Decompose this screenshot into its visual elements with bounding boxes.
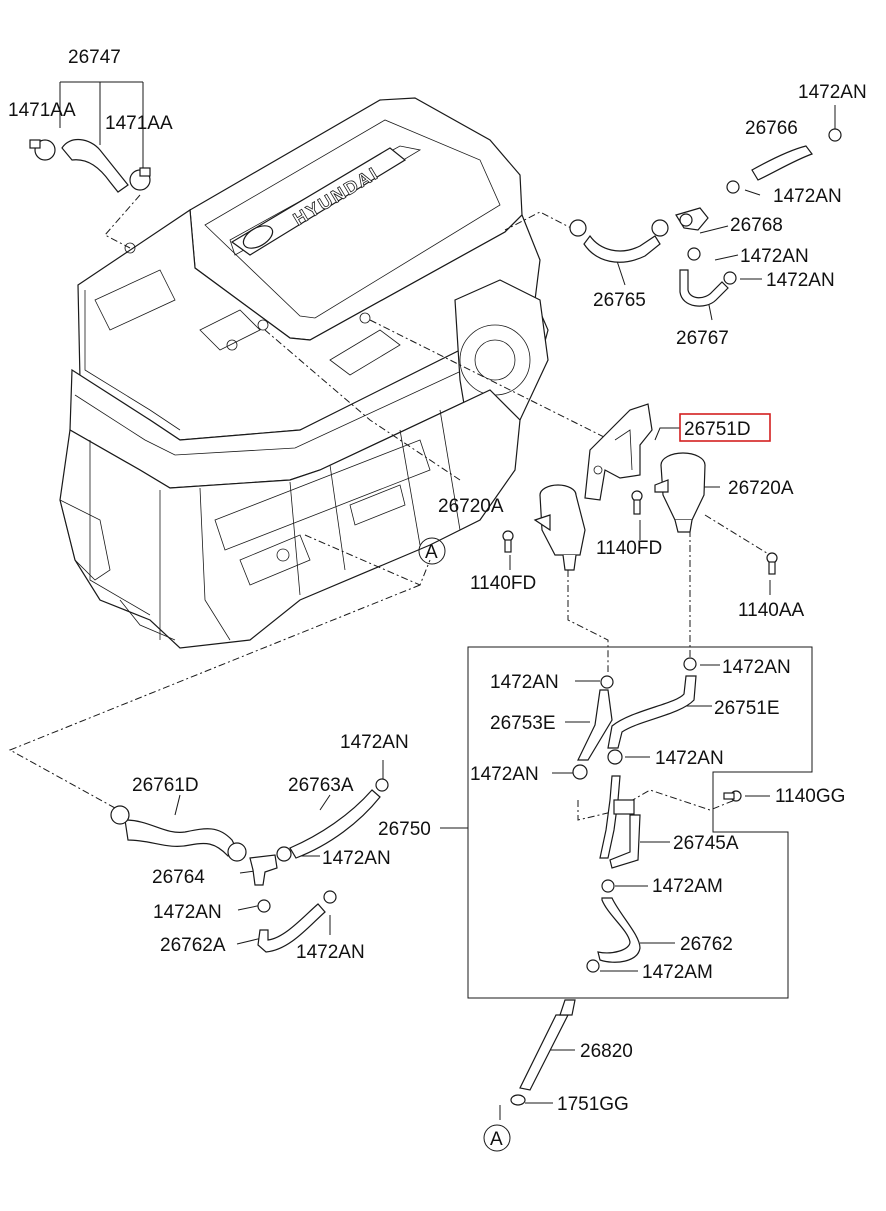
hose-26761D[interactable] [124,819,239,857]
label-1471AA-left[interactable]: 1471AA [8,100,76,121]
clamp-1472AM-1[interactable] [601,879,615,893]
clamp-1472AN-l4[interactable] [323,890,337,904]
grommet-1751GG[interactable] [510,1094,526,1106]
hose-26753E[interactable] [577,689,613,761]
label-26766[interactable]: 26766 [745,118,798,139]
bracket-26751D[interactable] [584,403,653,501]
clamp-1472AN-l3[interactable] [257,899,271,913]
label-26762[interactable]: 26762 [680,934,733,955]
label-26751D[interactable]: 26751D [684,419,751,440]
highlight-box-26751D [679,413,771,442]
clamp-1472AN-tr[interactable] [828,128,842,142]
reference-lines [8,81,836,1120]
hose-26765[interactable] [583,234,661,263]
label-1140GG[interactable]: 1140GG [775,786,845,807]
bolt-1140GG[interactable] [723,790,742,802]
separator-26720A-right[interactable] [654,452,706,533]
label-1472AN-b3[interactable]: 1472AN [655,748,724,769]
label-1751GG[interactable]: 1751GG [557,1094,629,1115]
clamp-1472AN-b2[interactable] [600,675,614,689]
label-1472AN-r1[interactable]: 1472AN [773,186,842,207]
clamp-1472AN-b4[interactable] [572,764,588,780]
label-26764[interactable]: 26764 [152,867,205,888]
clamp-1471AA-left[interactable] [29,139,56,161]
hose-26763A[interactable] [289,789,381,859]
hose-26767[interactable] [679,269,729,307]
clamp-26765-left[interactable] [569,219,587,237]
ref-circle-A-bottom[interactable]: A [483,1124,511,1152]
hose-26766[interactable] [751,145,813,181]
ref-A-bottom-text: A [490,1129,503,1150]
pipe-26820[interactable] [519,999,576,1091]
label-26762A[interactable]: 26762A [160,935,226,956]
clamp-1472AN-r1[interactable] [726,180,740,194]
clamp-26761D-left[interactable] [110,805,130,825]
bolt-1140FD-left[interactable] [502,530,514,553]
label-26751E[interactable]: 26751E [714,698,780,719]
label-26765[interactable]: 26765 [593,290,646,311]
label-26750[interactable]: 26750 [378,819,431,840]
hose-26762A[interactable] [257,903,326,953]
label-26767[interactable]: 26767 [676,328,729,349]
clamp-1472AN-b1[interactable] [683,657,697,671]
label-1472AN-l4[interactable]: 1472AN [296,942,365,963]
clamp-1471AA-right[interactable] [129,167,151,191]
label-26745A[interactable]: 26745A [673,833,739,854]
bolt-1140AA[interactable] [766,552,778,575]
label-26747[interactable]: 26747 [68,47,121,68]
label-26820[interactable]: 26820 [580,1041,633,1062]
engine-block: HYUNDAI [59,97,549,649]
clamp-1472AN-l1[interactable] [375,778,389,792]
label-1472AN-top-right[interactable]: 1472AN [798,82,867,103]
label-26753E[interactable]: 26753E [490,713,556,734]
hose-26747[interactable] [61,139,129,193]
clamp-1472AN-r3[interactable] [723,271,737,285]
label-26720A-left[interactable]: 26720A [438,496,504,517]
label-1472AN-r2[interactable]: 1472AN [740,246,809,267]
label-1140FD-left[interactable]: 1140FD [470,573,536,594]
label-1472AN-r3[interactable]: 1472AN [766,270,835,291]
label-1472AN-l3[interactable]: 1472AN [153,902,222,923]
clamp-26761D-right[interactable] [227,842,247,862]
label-1472AN-b2[interactable]: 1472AN [490,672,559,693]
clamp-1472AN-l2[interactable] [276,846,292,862]
label-26761D[interactable]: 26761D [132,775,199,796]
label-26763A[interactable]: 26763A [288,775,354,796]
bolt-1140FD-mid[interactable] [631,490,643,515]
label-26768[interactable]: 26768 [730,215,783,236]
label-1471AA-right[interactable]: 1471AA [105,113,173,134]
clamp-1472AM-2[interactable] [586,959,600,973]
clamp-1472AN-r2[interactable] [687,247,701,261]
label-1472AN-l2[interactable]: 1472AN [322,848,391,869]
label-1140FD-mid[interactable]: 1140FD [596,538,662,559]
hose-26762[interactable] [597,897,641,963]
label-1472AN-b4[interactable]: 1472AN [470,764,539,785]
label-1472AM-2[interactable]: 1472AM [642,962,713,983]
ref-A-top-text: A [425,542,438,563]
ref-circle-A-top[interactable]: A [418,537,446,565]
separator-26720A-left[interactable] [533,484,586,571]
clamp-26765-right[interactable] [651,219,669,237]
fitting-26768[interactable] [675,207,709,231]
label-1472AN-l1[interactable]: 1472AN [340,732,409,753]
hose-26751E[interactable] [607,675,697,749]
clamp-1472AN-b3[interactable] [607,749,623,765]
part-labels: 26747 1471AA 1471AA 1472AN 26766 1472AN … [8,47,867,1115]
label-26720A-right[interactable]: 26720A [728,478,794,499]
label-1472AN-b1[interactable]: 1472AN [722,657,791,678]
label-1140AA[interactable]: 1140AA [738,600,805,621]
fitting-26764[interactable] [249,854,278,886]
pipe-26745A[interactable] [599,775,641,869]
label-1472AM-1[interactable]: 1472AM [652,876,723,897]
